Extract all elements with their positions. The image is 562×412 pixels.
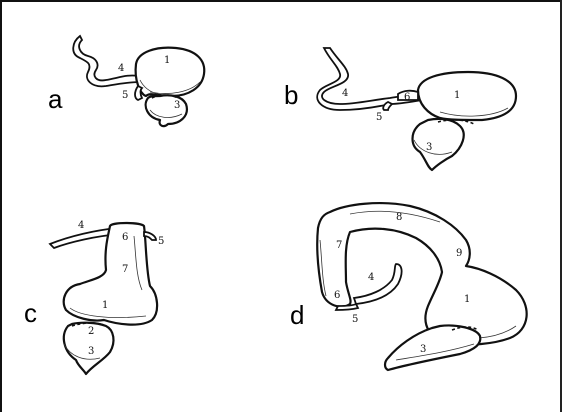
panel-c-label-5: 5	[158, 236, 164, 247]
panel-d-chamber-3	[385, 325, 480, 370]
panel-b-chamber-3	[413, 119, 464, 170]
panel-b-label-6: 6	[404, 92, 410, 103]
panel-b-label-1: 1	[454, 90, 460, 101]
panel-d-label-9: 9	[456, 248, 462, 259]
panel-d-label-7: 7	[336, 240, 342, 251]
panel-a: a 1 3 4 5	[48, 36, 204, 126]
panel-a-label-1: 1	[164, 55, 170, 66]
panel-d-label-4: 4	[368, 272, 374, 283]
panel-d-label-8: 8	[396, 212, 402, 223]
panel-c-label-6: 6	[122, 232, 128, 243]
panel-a-intestine	[73, 36, 140, 86]
panel-a-duct-5	[135, 86, 142, 100]
panel-c-label-3: 3	[88, 346, 94, 357]
panel-c-letter: c	[24, 298, 37, 328]
panel-b-label-3: 3	[426, 142, 432, 153]
panel-d-colon	[317, 203, 526, 345]
panel-d-label-1: 1	[464, 294, 470, 305]
panel-d-letter: d	[290, 300, 304, 330]
panel-b-chamber-1	[418, 72, 516, 120]
panel-d: d 1 3 4 5 6 7 8 9	[290, 203, 527, 370]
panel-c-label-2: 2	[88, 326, 94, 337]
panel-c-label-4: 4	[78, 220, 84, 231]
panel-a-label-4: 4	[118, 63, 124, 74]
panel-d-label-5: 5	[352, 314, 358, 325]
panel-a-chamber-3	[146, 95, 187, 126]
panel-a-letter: a	[48, 84, 63, 114]
panel-d-label-6: 6	[334, 290, 340, 301]
panel-d-intestine-4	[354, 264, 402, 304]
panel-b-label-4: 4	[342, 88, 348, 99]
panel-d-label-3: 3	[420, 344, 426, 355]
panel-c: c 1 2 3 4 5 6 7	[24, 220, 164, 374]
panel-b-label-5: 5	[376, 112, 382, 123]
panel-a-label-3: 3	[174, 100, 180, 111]
panel-b: b 1 3 4 5 6	[284, 48, 516, 170]
panel-c-label-1: 1	[102, 300, 108, 311]
panel-a-label-5: 5	[122, 90, 128, 101]
panel-b-letter: b	[284, 80, 298, 110]
panel-c-label-7: 7	[122, 264, 128, 275]
